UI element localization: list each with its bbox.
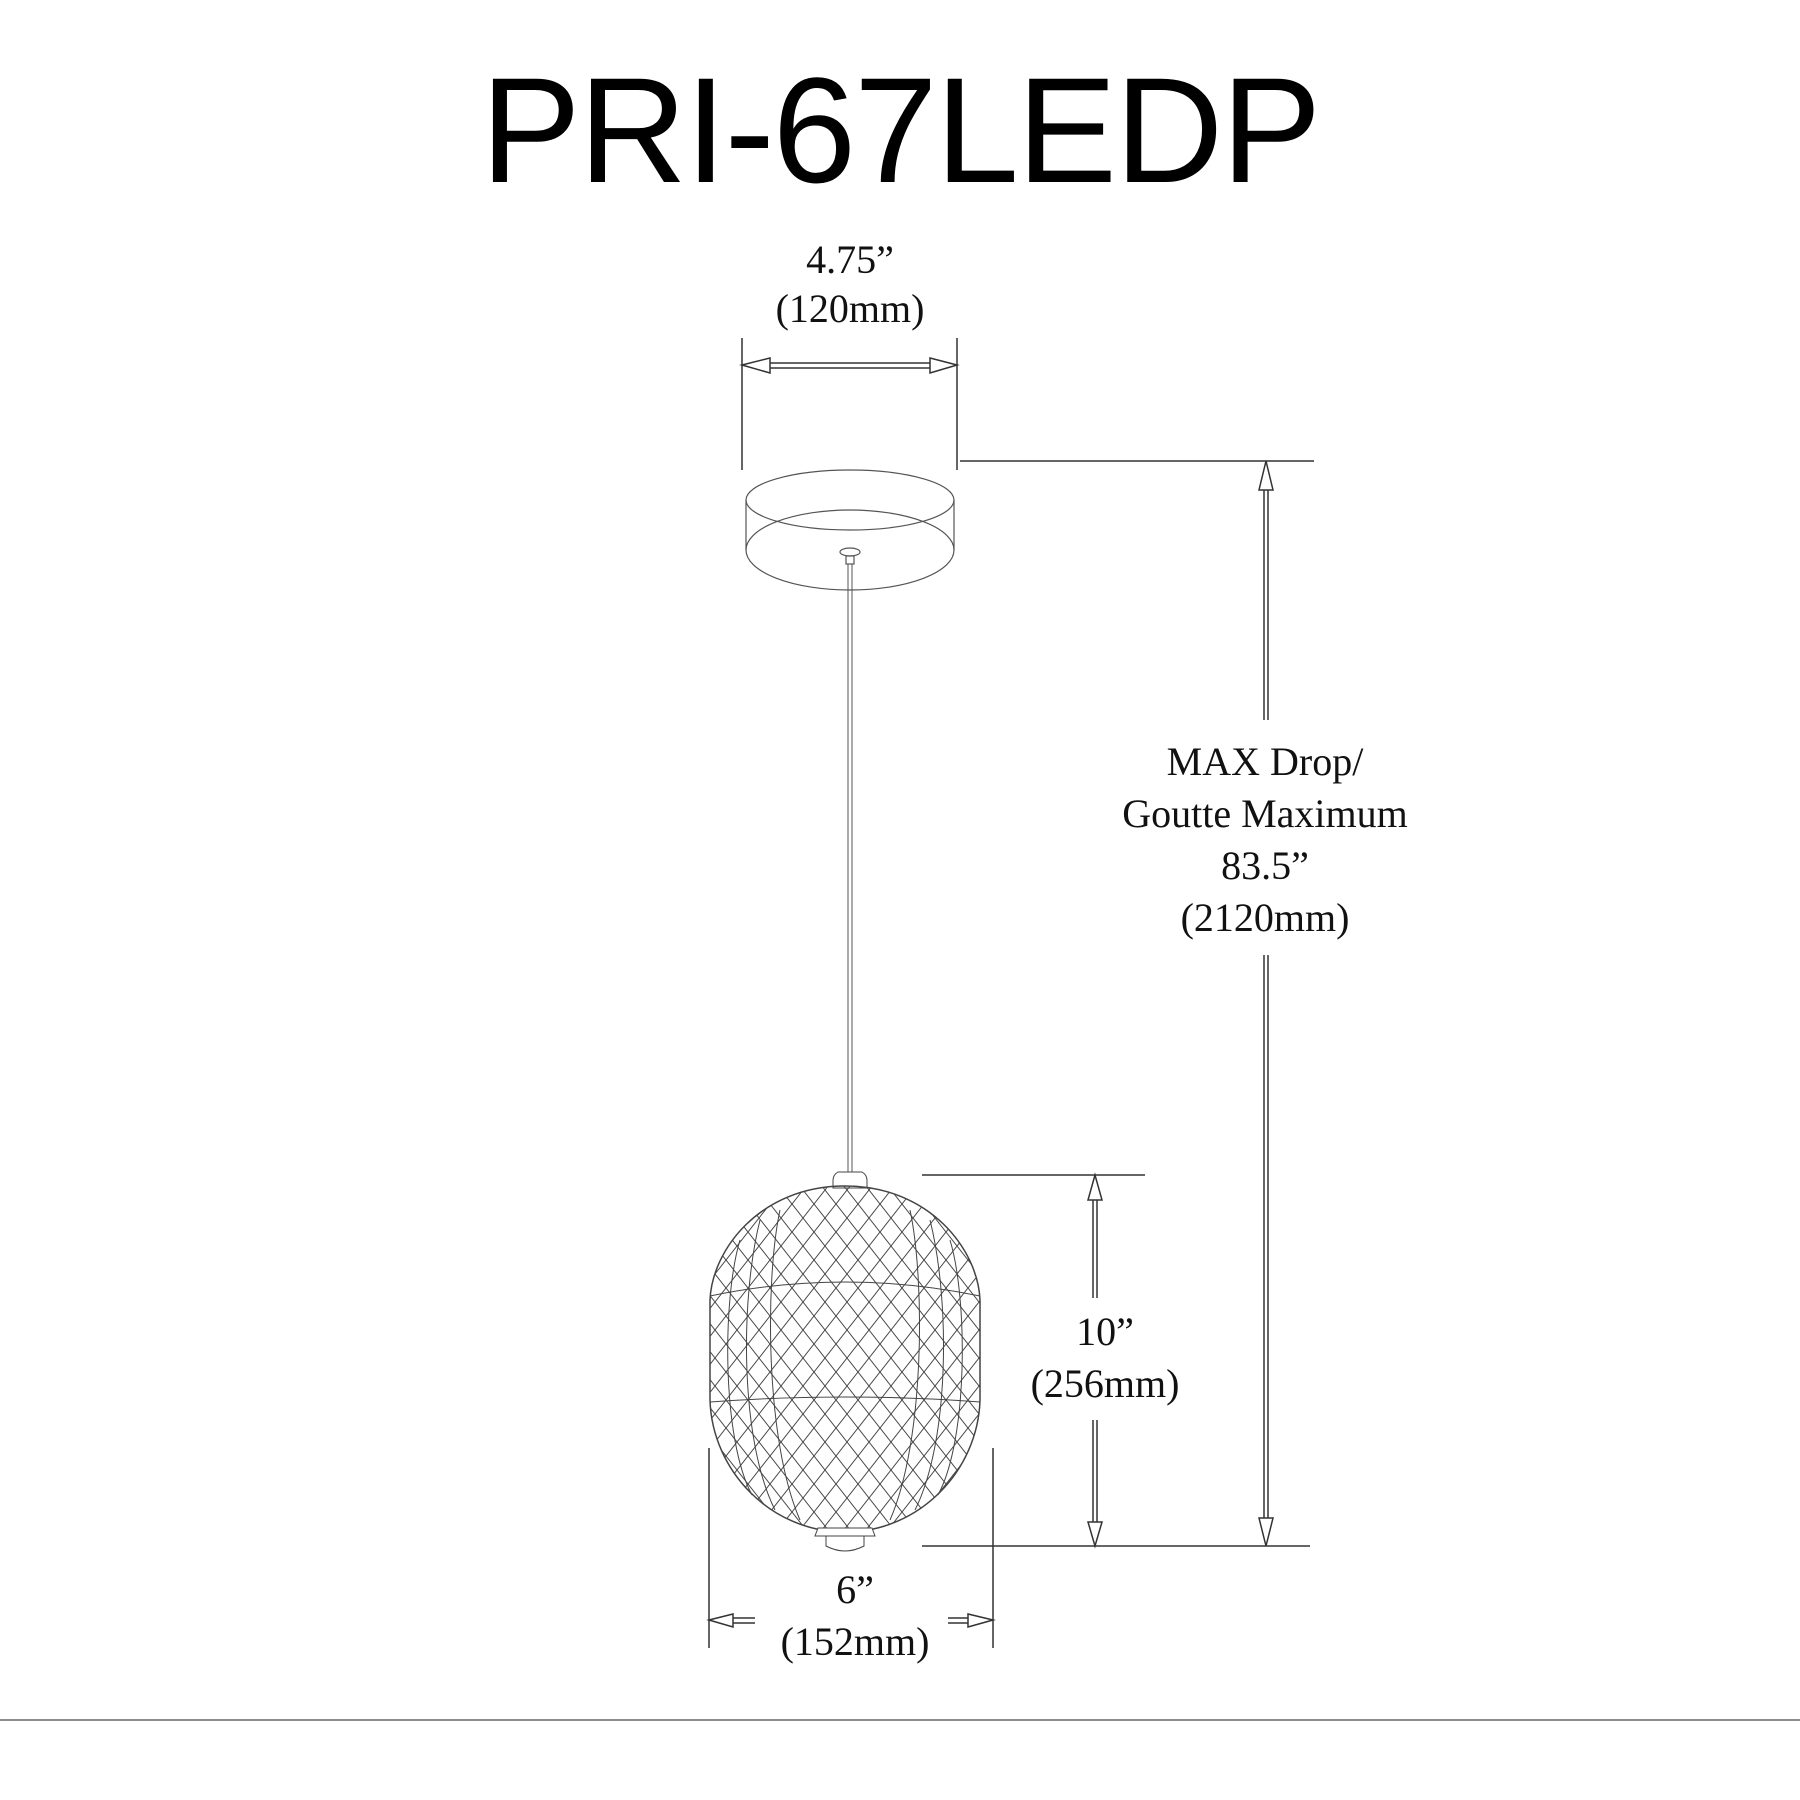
product-model-title: PRI-67LEDP <box>480 46 1322 214</box>
max-drop-label-fr: Goutte Maximum <box>1122 791 1408 836</box>
max-drop-metric: (2120mm) <box>1180 895 1350 940</box>
shade-width-dimension <box>706 1448 996 1648</box>
footer-divider <box>0 1719 1800 1721</box>
canopy-width-dimension <box>739 338 960 470</box>
canopy <box>745 469 955 591</box>
canopy-width-imperial: 4.75” <box>806 237 894 282</box>
shade-height-dimension <box>922 1172 1310 1549</box>
suspension-cord <box>847 564 853 1172</box>
shade-height-metric: (256mm) <box>1030 1361 1180 1406</box>
max-drop-dimension <box>960 460 1314 1547</box>
shade-width-imperial: 6” <box>836 1567 874 1612</box>
max-drop-imperial: 83.5” <box>1221 843 1309 888</box>
max-drop-label-en: MAX Drop/ <box>1166 739 1364 784</box>
canopy-width-metric: (120mm) <box>775 286 925 331</box>
lantern-shade <box>709 1171 981 1552</box>
shade-height-imperial: 10” <box>1076 1309 1134 1354</box>
shade-width-metric: (152mm) <box>780 1619 930 1664</box>
